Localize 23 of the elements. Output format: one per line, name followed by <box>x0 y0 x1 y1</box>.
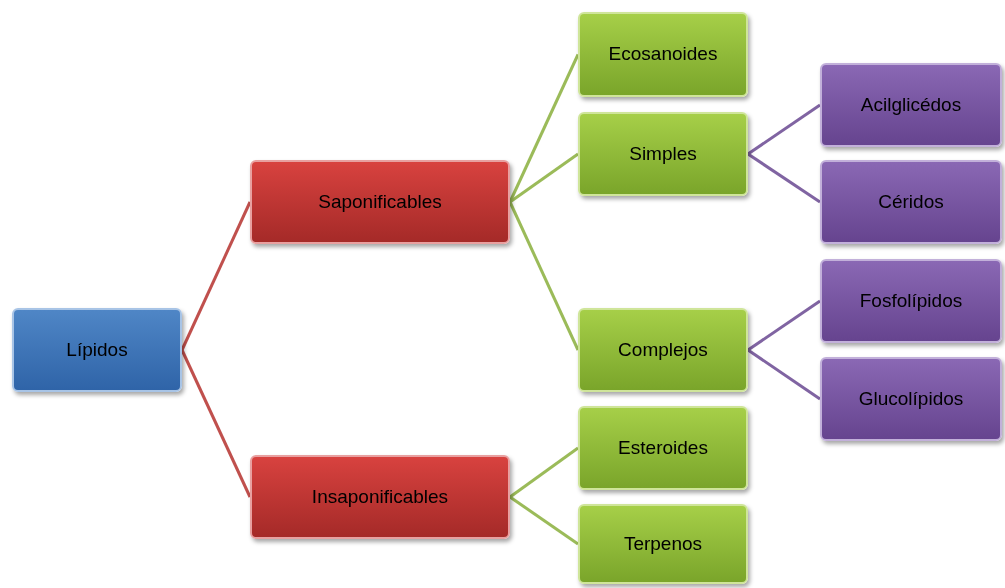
connector-line <box>180 201 252 351</box>
category-box: Saponificables <box>250 160 510 244</box>
connector-line <box>509 495 579 546</box>
connector-line <box>509 152 579 204</box>
connector-line <box>747 152 821 204</box>
category-box: Terpenos <box>578 504 748 584</box>
category-box: Acilglicédos <box>820 63 1002 147</box>
connector-line <box>180 349 252 498</box>
connector-line <box>747 348 821 401</box>
category-box: Céridos <box>820 160 1002 244</box>
connector-line <box>509 446 579 499</box>
connector-line <box>747 299 821 352</box>
category-box: Fosfolípidos <box>820 259 1002 343</box>
category-box: Lípidos <box>12 308 182 392</box>
category-box: Glucolípidos <box>820 357 1002 441</box>
connector-line <box>508 53 580 203</box>
connector-line <box>508 201 580 351</box>
connector-line <box>747 103 821 156</box>
category-box: Esteroides <box>578 406 748 490</box>
category-box: Simples <box>578 112 748 196</box>
category-box: Complejos <box>578 308 748 392</box>
category-box: Ecosanoides <box>578 12 748 97</box>
category-box: Insaponificables <box>250 455 510 539</box>
